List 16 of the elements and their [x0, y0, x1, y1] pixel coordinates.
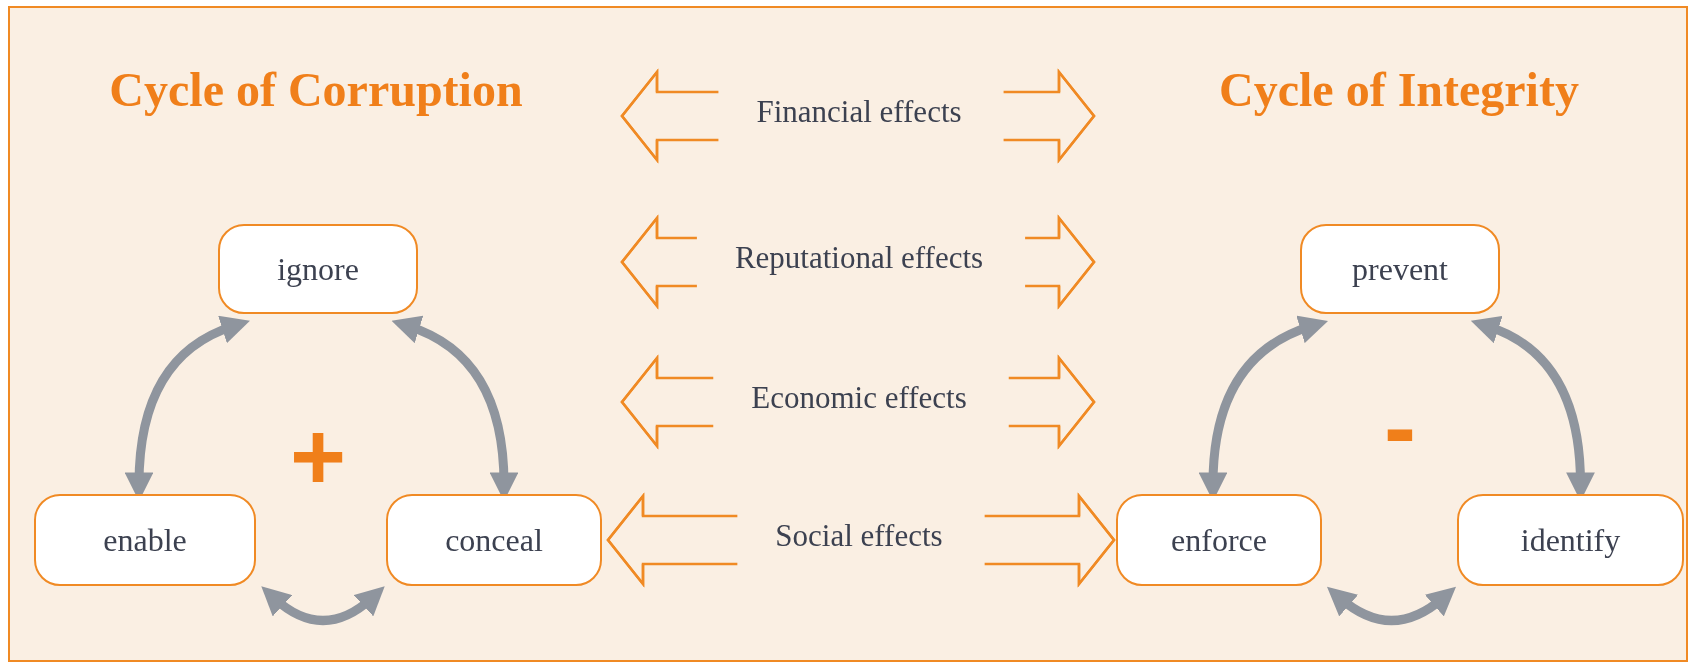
effect-label: Economic effects — [751, 380, 967, 416]
sign-symbol: + — [289, 402, 347, 512]
effect-label: Reputational effects — [734, 240, 984, 276]
arrow — [260, 586, 386, 625]
effect-label: Financial effects — [756, 94, 962, 130]
section-title: Cycle of Corruption — [109, 62, 523, 117]
process-box: conceal — [386, 494, 602, 586]
process-box: enable — [34, 494, 256, 586]
sign-symbol: - — [1384, 372, 1416, 482]
process-box: enforce — [1116, 494, 1322, 586]
section-title: Cycle of Integrity — [1219, 62, 1579, 117]
effect-label: Social effects — [775, 518, 943, 554]
process-box: prevent — [1300, 224, 1500, 314]
arrow — [1326, 587, 1457, 625]
process-box: ignore — [218, 224, 418, 314]
process-box: identify — [1457, 494, 1684, 586]
